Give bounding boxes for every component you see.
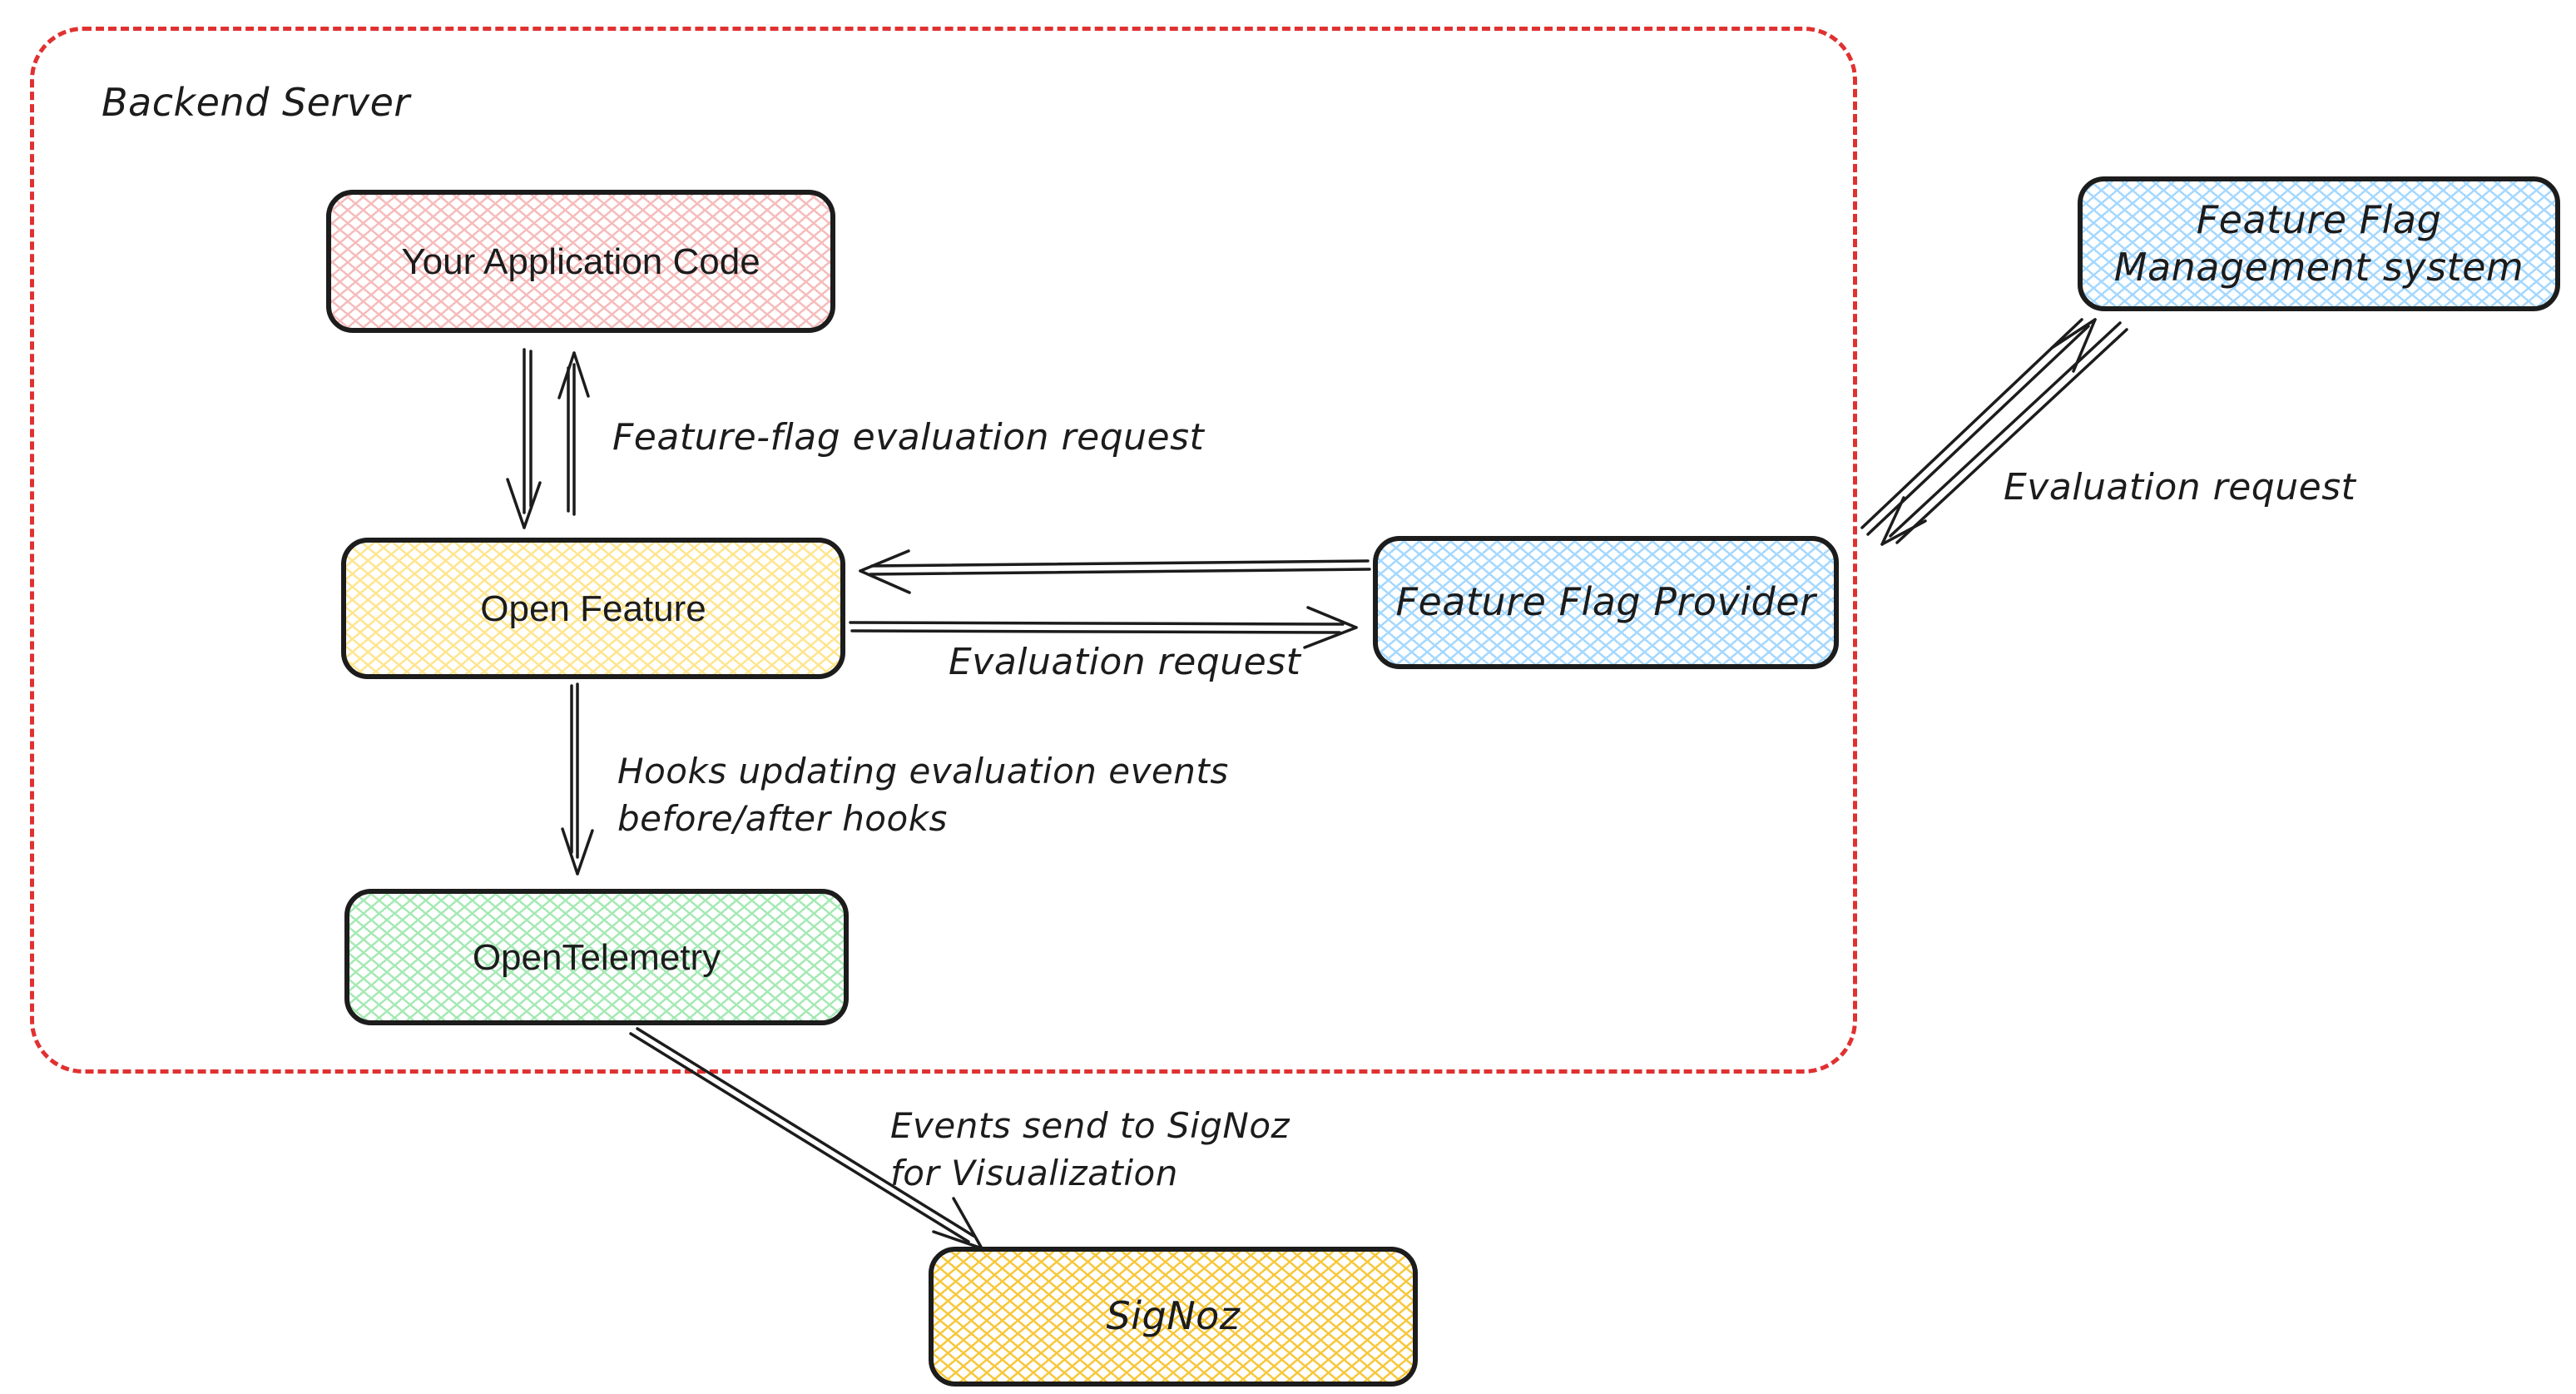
node-feature-flag-provider: Feature Flag Provider <box>1373 536 1839 669</box>
edge-label-feature-flag-evaluation-request: Feature-flag evaluation request <box>612 416 1205 459</box>
edge-label-hooks: Hooks updating evaluation events before/… <box>617 751 1229 839</box>
node-feature-flag-management-system: Feature Flag Management system <box>2078 176 2560 311</box>
edge-label-events-line2: for Visualization <box>890 1153 1178 1193</box>
node-open-feature-label: Open Feature <box>480 588 706 629</box>
node-opentelemetry-label: OpenTelemetry <box>472 936 721 978</box>
arrow-management-to-provider <box>1880 321 2128 546</box>
node-signoz: SigNoz <box>929 1247 1418 1387</box>
management-label-line1: Feature Flag <box>2196 196 2442 242</box>
node-feature-flag-management-system-label: Feature Flag Management system <box>2114 196 2524 292</box>
node-your-application-code-label: Your Application Code <box>401 241 760 282</box>
edge-label-hooks-line1: Hooks updating evaluation events <box>617 751 1229 791</box>
node-feature-flag-provider-label: Feature Flag Provider <box>1395 579 1816 625</box>
edge-label-events-to-signoz: Events send to SigNoz for Visualization <box>890 1105 1290 1193</box>
edge-label-evaluation-request-provider-management: Evaluation request <box>2004 466 2356 508</box>
management-label-line2: Management system <box>2113 245 2524 290</box>
edge-label-evaluation-request-openfeature-provider: Evaluation request <box>949 641 1301 683</box>
node-opentelemetry: OpenTelemetry <box>344 889 849 1025</box>
edge-label-hooks-line2: before/after hooks <box>617 798 948 839</box>
node-your-application-code: Your Application Code <box>326 190 835 333</box>
node-signoz-label: SigNoz <box>1106 1293 1241 1339</box>
edge-label-events-line1: Events send to SigNoz <box>890 1105 1290 1146</box>
node-open-feature: Open Feature <box>341 538 845 679</box>
backend-server-label: Backend Server <box>102 80 410 125</box>
